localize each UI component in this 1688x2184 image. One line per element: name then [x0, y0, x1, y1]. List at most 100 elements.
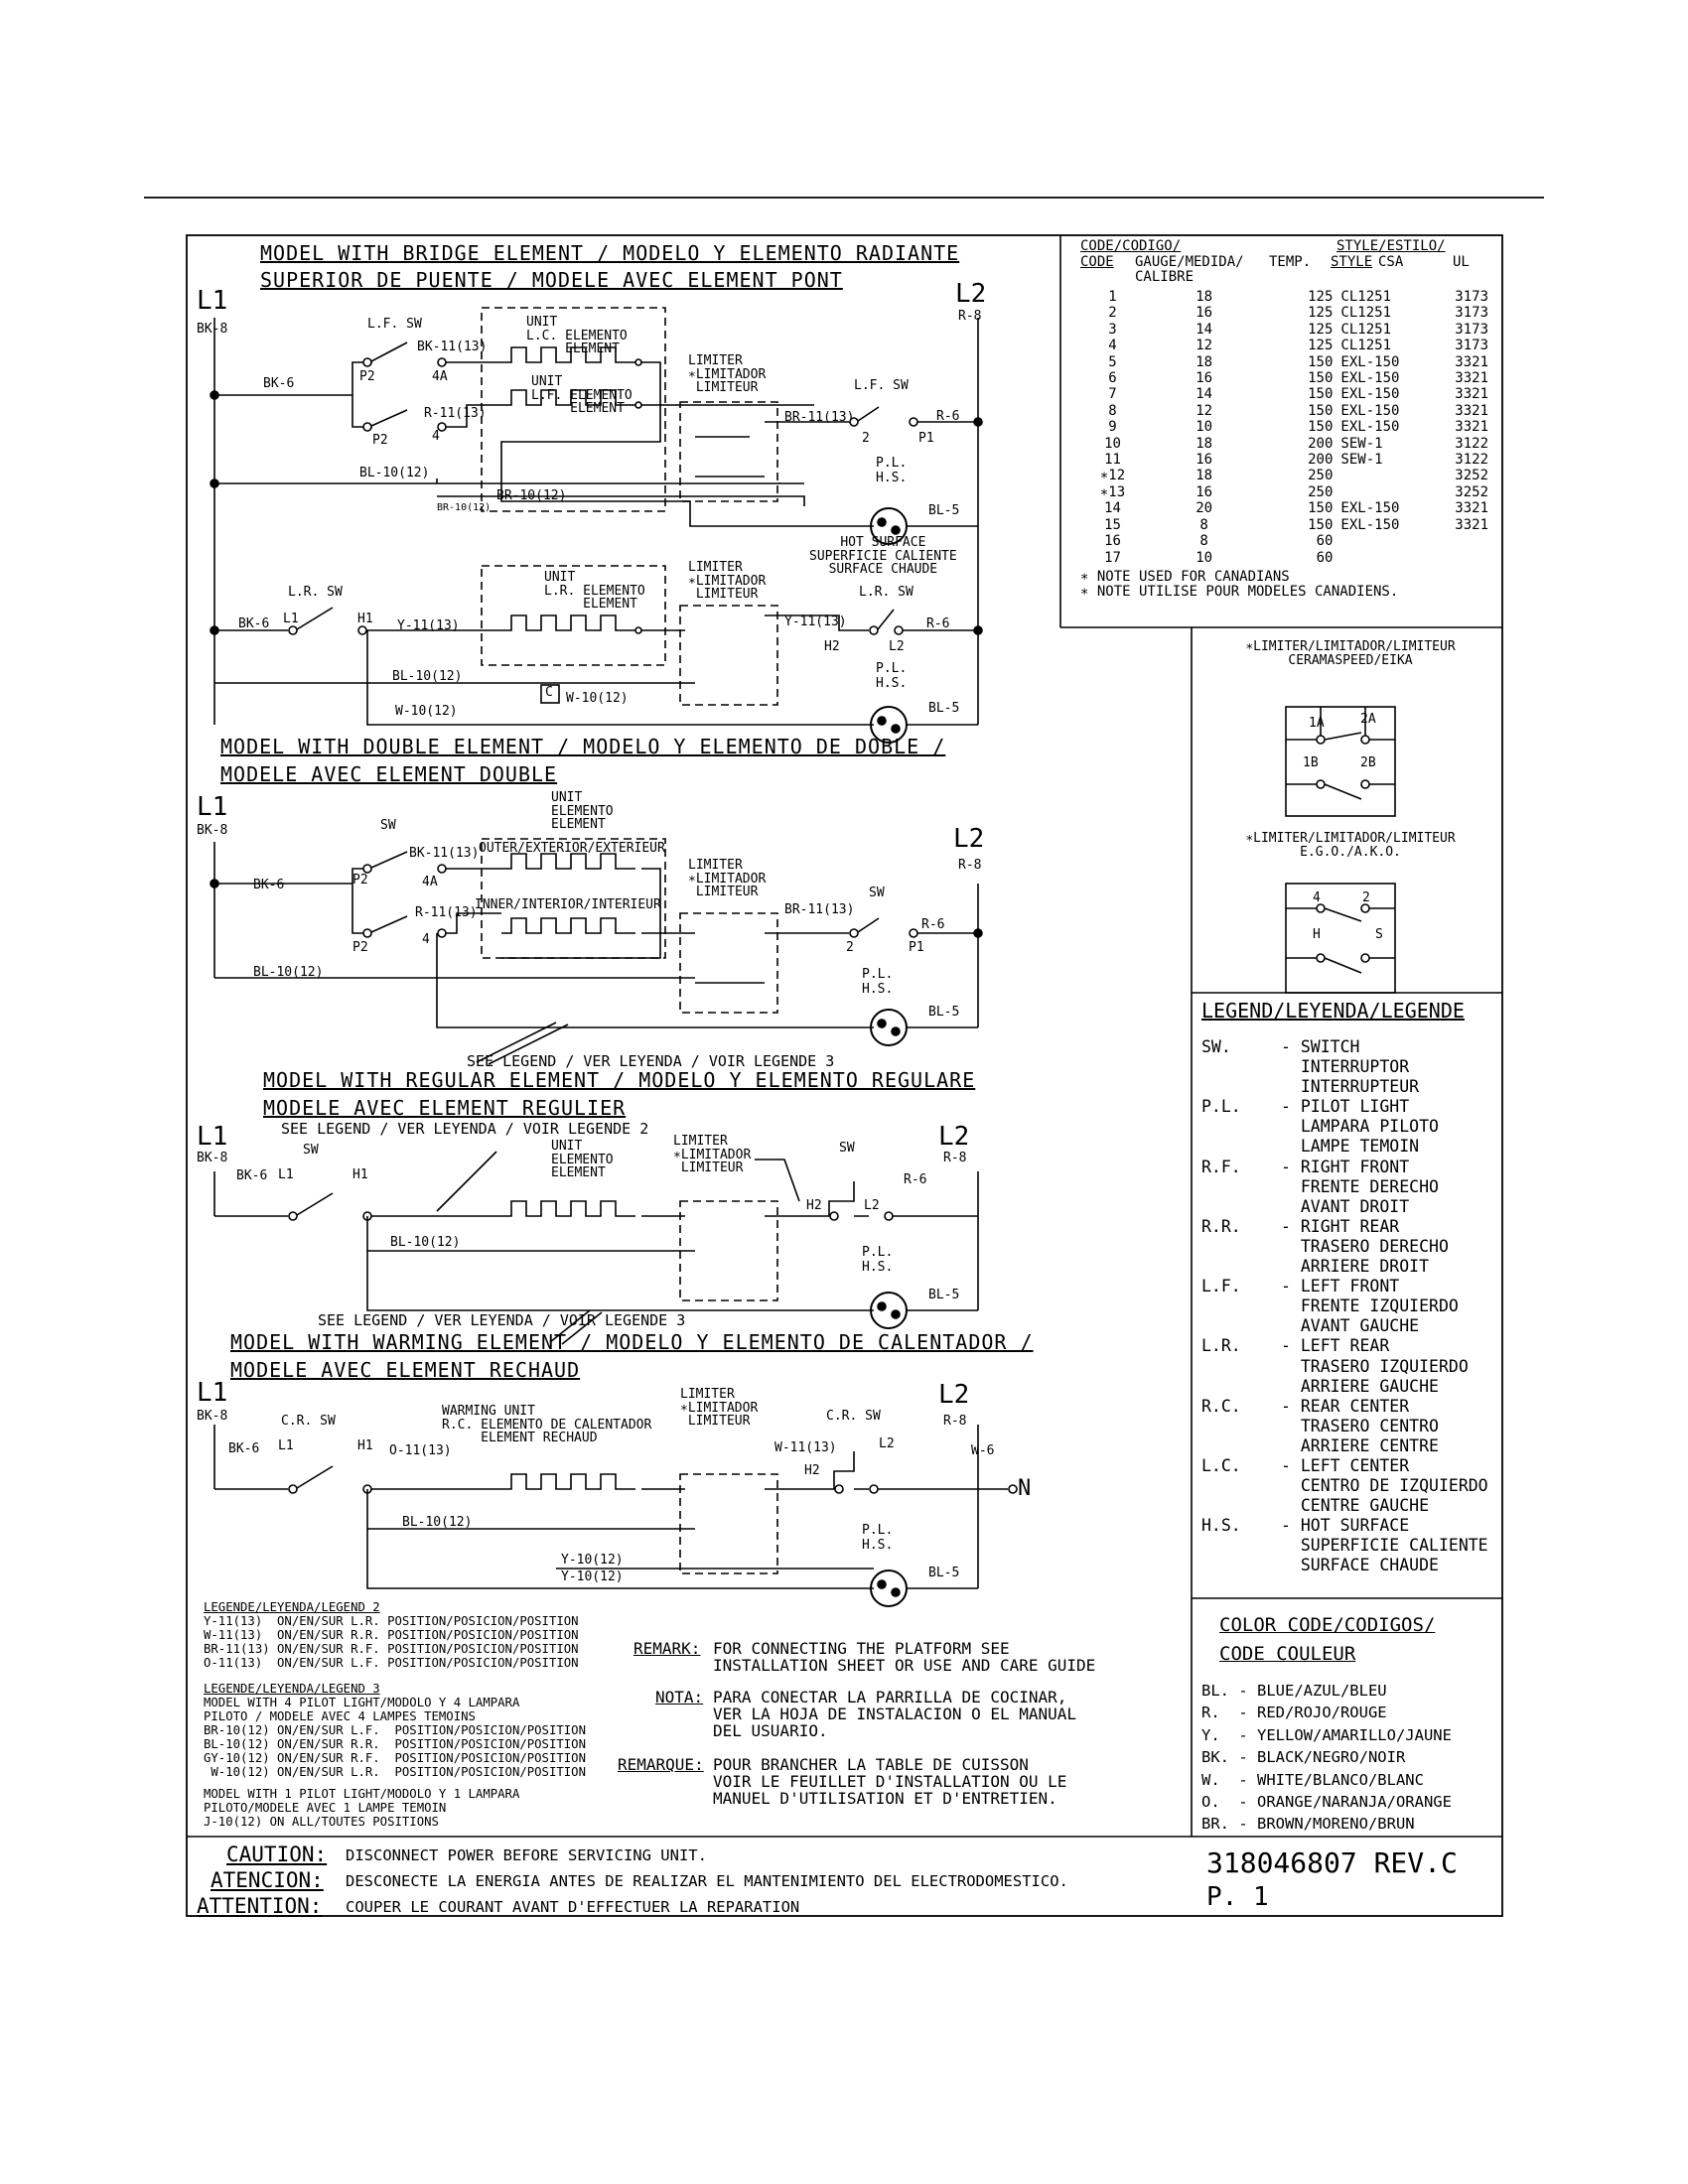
r8-label-4: R-8 [943, 1414, 967, 1429]
code-cell [1427, 533, 1492, 549]
legend-3: LEGENDE/LEYENDA/LEGEND 3 MODEL WITH 4 PI… [204, 1683, 586, 1829]
code-cell: 150 [1308, 402, 1334, 419]
atencion-text: DESCONECTE LA ENERGIA ANTES DE REALIZAR … [346, 1872, 1068, 1890]
legend-item: H.S.- HOT SURFACE SUPERFICIE CALIENTE SU… [1201, 1516, 1499, 1575]
code-cell: EXL-150 [1340, 500, 1400, 517]
h2-label-3: H2 [804, 1463, 820, 1478]
code-cell: 2 [1108, 305, 1117, 322]
code-cell: 10 [1104, 435, 1121, 452]
legend-description: RIGHT FRONT FRENTE DERECHO AVANT DROIT [1300, 1157, 1439, 1216]
code-cell [1336, 468, 1427, 483]
l2-label-4: L2 [938, 1380, 970, 1410]
remarque-text: POUR BRANCHER LA TABLE DE CUISSON VOIR L… [713, 1755, 1067, 1808]
legend-abbrev: R.R. [1201, 1216, 1241, 1236]
code-cell: 14 [1104, 500, 1121, 517]
legend-item: SW.- SWITCH INTERRUPTOR INTERRUPTEUR [1201, 1037, 1499, 1097]
code-cell: 250 [1308, 468, 1334, 484]
legend-item: L.R.- LEFT REAR TRASERO IZQUIERDO ARRIER… [1201, 1336, 1499, 1396]
part-number: 318046807 REV.C [1206, 1846, 1458, 1879]
code-cell: 11 [1104, 452, 1121, 469]
l2-label-3: L2 [938, 1122, 970, 1152]
bk6-label: BK-6 [263, 376, 295, 391]
l1-small-label: L1 [283, 612, 299, 626]
regular-title-1: MODEL WITH REGULAR ELEMENT / MODELO Y EL… [263, 1068, 976, 1092]
bk6-label-3: BK-6 [253, 878, 285, 892]
code-cell: 18 [1196, 468, 1213, 484]
nota-text: PARA CONECTAR LA PARRILLA DE COCINAR, VE… [713, 1688, 1077, 1740]
legend-dash: - [1281, 1097, 1301, 1117]
w6-label: W-6 [971, 1443, 995, 1458]
code-cell: ∗12 [1099, 468, 1126, 484]
limiter-label-5: LIMITER ∗LIMITADOR LIMITEUR [680, 1387, 759, 1430]
code-cell: 6 [1108, 370, 1117, 387]
br10-label: BR-10(12) [496, 488, 567, 503]
l1-small-label-2: L1 [278, 1167, 294, 1182]
cr-sw-label: C.R. SW [281, 1414, 336, 1429]
bk11-label: BK-11(13) [417, 340, 488, 354]
h1-label: H1 [357, 612, 373, 626]
see-legend-3-label-b: SEE LEGEND / VER LEYENDA / VOIR LEGENDE … [318, 1311, 686, 1329]
legend-2-lines: Y-11(13) ON/EN/SUR L.R. POSITION/POSICIO… [204, 1614, 579, 1670]
remark-text: FOR CONNECTING THE PLATFORM SEE INSTALLA… [713, 1639, 1096, 1675]
sw-label: SW [380, 818, 396, 833]
bridge-title-2: SUPERIOR DE PUENTE / MODELE AVEC ELEMENT… [260, 268, 843, 292]
sw-label-2: SW [869, 886, 885, 900]
color-code-title-2: CODE COULEUR [1219, 1643, 1356, 1665]
code-cell: 12 [1196, 338, 1213, 354]
y10-label: Y-10(12) [561, 1553, 624, 1568]
unit-lr-label: UNIT L.R. ELEMENTO ELEMENT [544, 570, 645, 613]
bk8-label: BK-8 [197, 322, 228, 337]
4-label: 4 [432, 429, 440, 444]
unit-lc-label: UNIT L.C. ELEMENTO ELEMENT [526, 315, 628, 357]
code-cell [1336, 484, 1427, 500]
legend-item: L.F.- LEFT FRONT FRENTE IZQUIERDO AVANT … [1201, 1277, 1499, 1336]
l1-label-2: L1 [197, 792, 228, 822]
r11-label: R-11(13) [424, 406, 487, 421]
code-cell [1336, 550, 1427, 566]
legend-line: PILOTO / MODELE AVEC 4 LAMPES TEMOINS [204, 1708, 476, 1723]
bk11-label-2: BK-11(13) [409, 846, 480, 861]
code-cell: 16 [1196, 305, 1213, 322]
legend-abbrev: L.C. [1201, 1455, 1241, 1475]
l1-small-label-3: L1 [278, 1438, 294, 1453]
code-cell: 3321 [1455, 370, 1488, 387]
lf-sw-label: L.F. SW [367, 317, 422, 332]
code-cell: 17 [1104, 549, 1121, 566]
w10-label: W-10(12) [566, 691, 629, 706]
code-header-left: CODE/CODIGO/ [1080, 238, 1182, 254]
code-cell: 250 [1308, 483, 1334, 500]
unit-label: UNIT ELEMENTO ELEMENT [551, 790, 614, 833]
code-cell: 16 [1196, 483, 1213, 500]
l1-label: L1 [197, 286, 228, 316]
pl-label: P.L. [876, 456, 908, 471]
legend-description: LEFT FRONT FRENTE IZQUIERDO AVANT GAUCHE [1300, 1277, 1459, 1336]
code-cell [1427, 550, 1492, 566]
unit-rc-label: WARMING UNIT R.C. ELEMENTO DE CALENTADOR… [442, 1404, 652, 1446]
n-label: N [1018, 1476, 1032, 1501]
bridge-title-1: MODEL WITH BRIDGE ELEMENT / MODELO Y ELE… [260, 241, 960, 265]
legend-dash: - [1281, 1336, 1301, 1356]
bl5-label-2: BL-5 [928, 701, 960, 716]
limiter-label-2: LIMITER ∗LIMITADOR LIMITEUR [688, 560, 767, 603]
legend-item: R.R.- RIGHT REAR TRASERO DERECHO ARRIERE… [1201, 1217, 1499, 1277]
code-cell: CL1251 [1340, 305, 1391, 322]
limiter-label-3: LIMITER ∗LIMITADOR LIMITEUR [688, 858, 767, 900]
code-cell: 3321 [1455, 386, 1488, 403]
code-cell: 3321 [1455, 402, 1488, 419]
code-cell: CL1251 [1340, 338, 1391, 354]
color-code-item: Y. - YELLOW/AMARILLO/JAUNE [1201, 1725, 1452, 1744]
col-csa: CSA [1378, 254, 1404, 270]
code-cell: SEW-1 [1340, 435, 1383, 452]
h1-label-2: H1 [352, 1167, 368, 1182]
remarque-label: REMARQUE: [618, 1755, 704, 1774]
o11-label: O-11(13) [389, 1443, 452, 1458]
code-cell: 3 [1108, 321, 1117, 338]
legend-abbrev: P.L. [1201, 1097, 1241, 1117]
legend-line: MODEL WITH 1 PILOT LIGHT/MODOLO Y 1 LAMP… [204, 1786, 520, 1801]
legend-description: SWITCH INTERRUPTOR INTERRUPTEUR [1300, 1037, 1420, 1097]
bk8-label-2: BK-8 [197, 823, 228, 838]
limiter-a-title: ∗LIMITER/LIMITADOR/LIMITEUR CERAMASPEED/… [1245, 639, 1456, 668]
